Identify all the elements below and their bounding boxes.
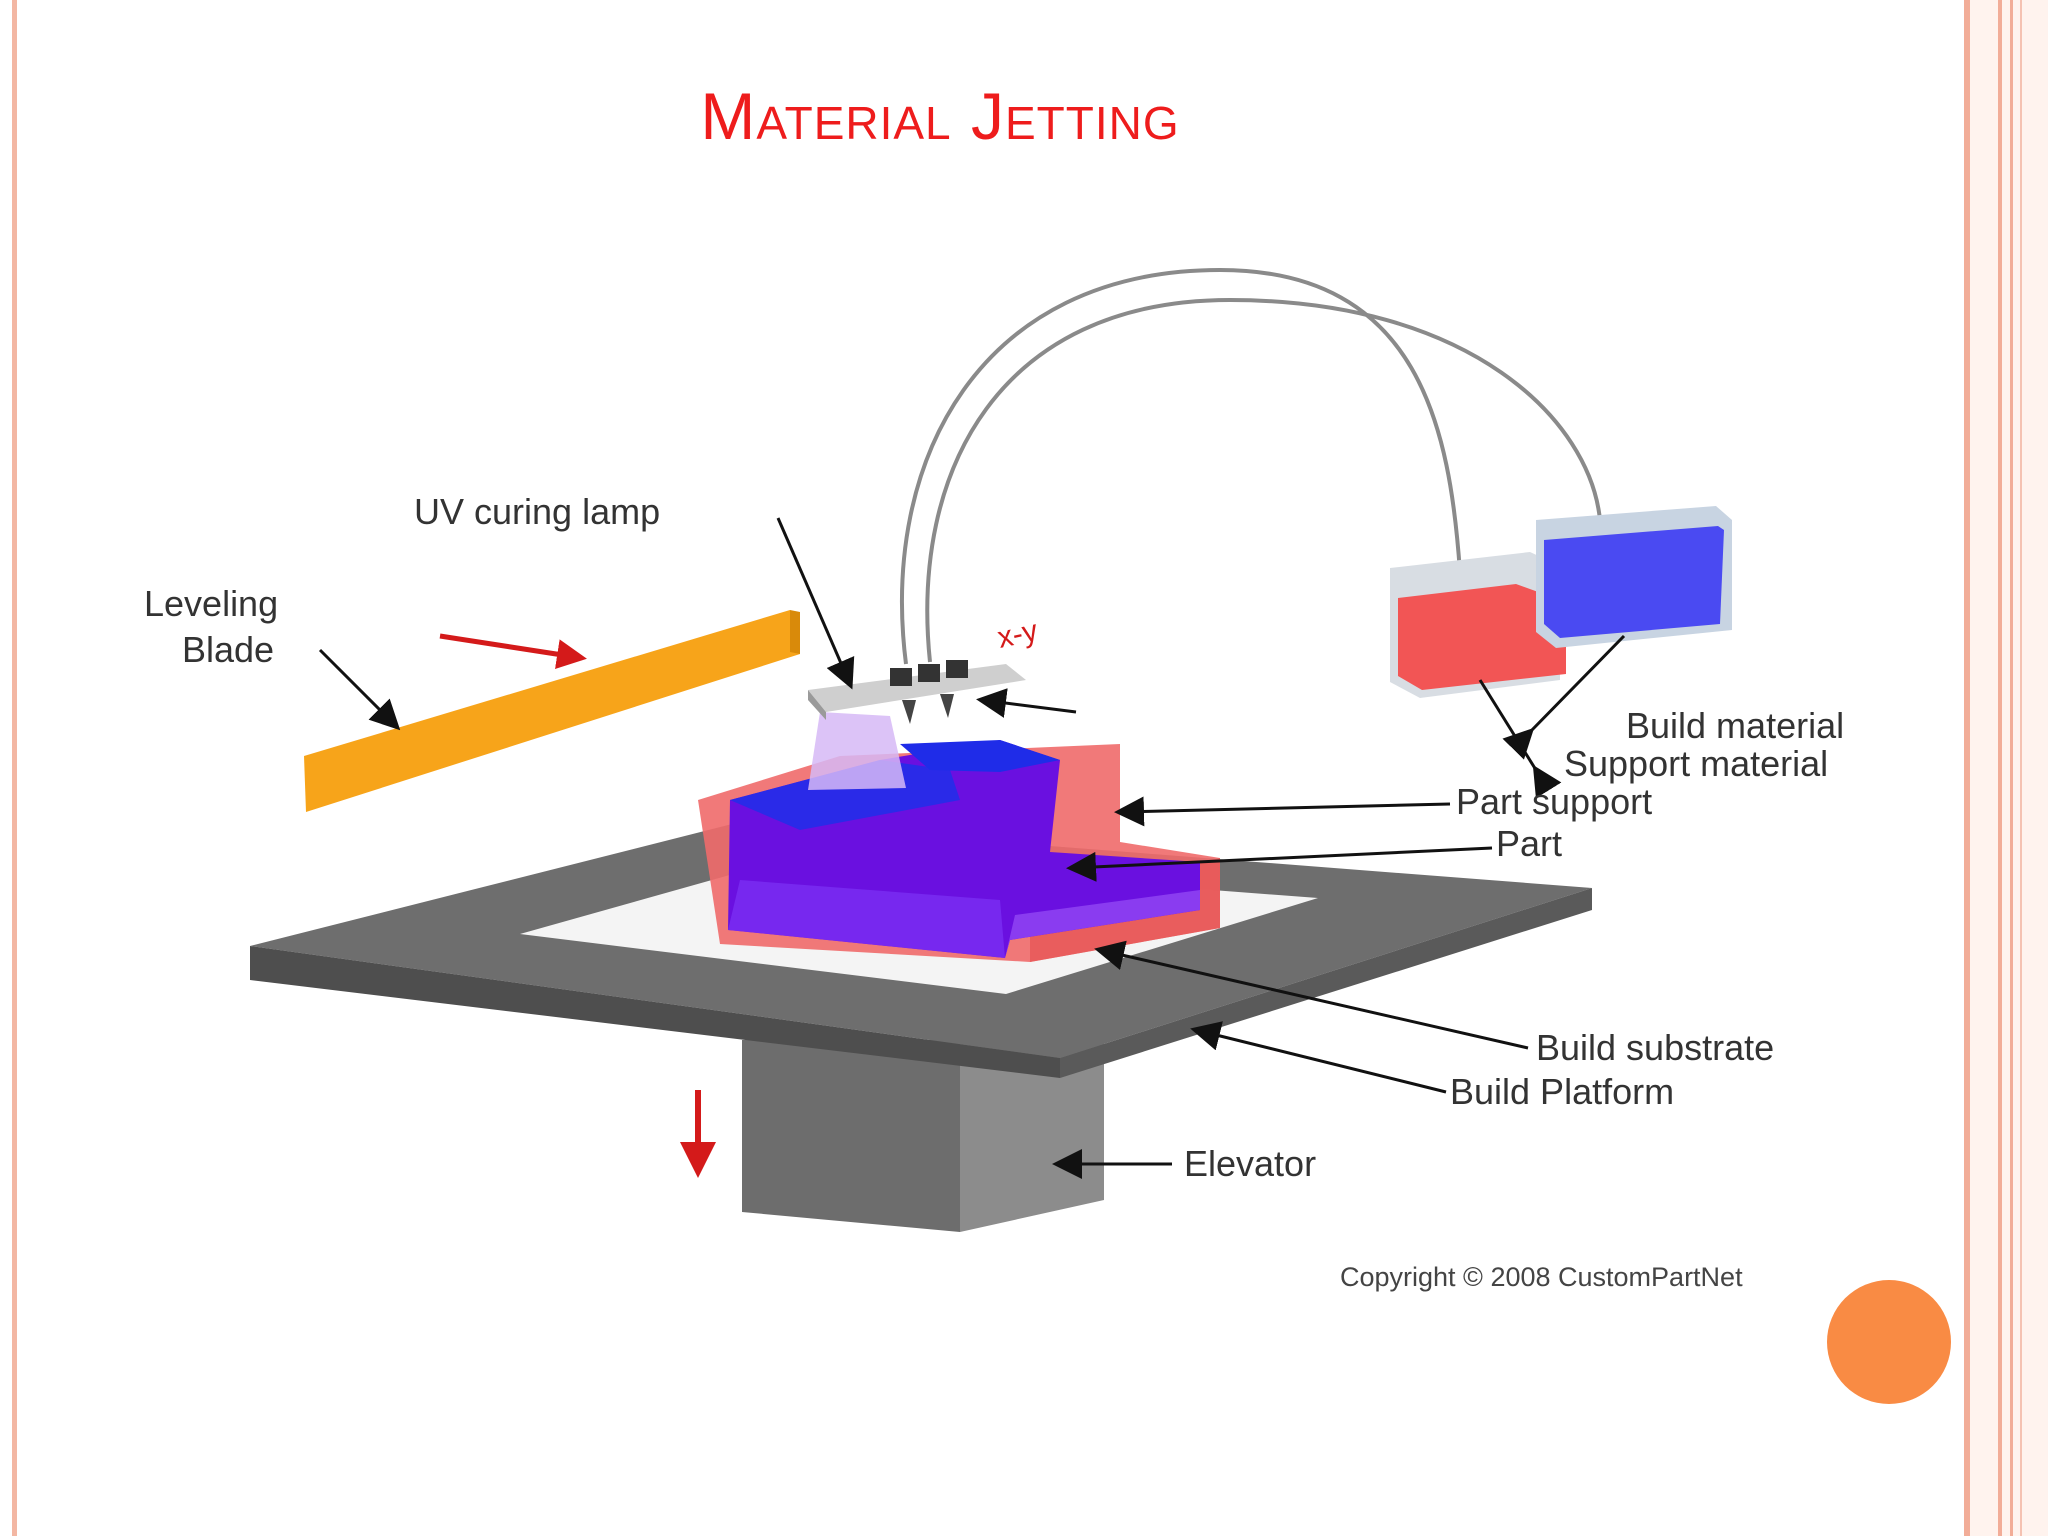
- label-leveling-blade-line2: Blade: [182, 629, 274, 670]
- blade-motion-arrow: [439, 633, 587, 669]
- label-leveling-blade-line1: Leveling: [144, 583, 278, 624]
- slide-right-line: [2020, 0, 2022, 1536]
- slide-left-border: [12, 0, 17, 1536]
- leader-lines: [318, 517, 1626, 1179]
- slide-title: Material Jetting: [700, 79, 1180, 153]
- slide-right-band: [1964, 0, 2048, 1536]
- corner-accent-dot: [1827, 1280, 1951, 1404]
- head-motion-arrow: [976, 688, 1077, 718]
- label-part: Part: [1496, 823, 1562, 864]
- leveling-blade: [304, 610, 800, 812]
- uv-light-beam: [808, 712, 906, 790]
- copyright-notice: Copyright © 2008 CustomPartNet: [1340, 1262, 1743, 1292]
- print-head: [808, 660, 1026, 724]
- slide-right-line: [1964, 0, 1970, 1536]
- slide-right-line: [1998, 0, 2002, 1536]
- build-material-tank: [1536, 506, 1732, 648]
- label-uv-curing-lamp: UV curing lamp: [414, 491, 660, 532]
- label-part-support: Part support: [1456, 781, 1652, 822]
- elevator: [742, 1032, 1104, 1232]
- support-material-tank: [1390, 552, 1566, 698]
- label-build-material: Build material: [1626, 705, 1844, 746]
- part: [728, 740, 1200, 958]
- label-support-material: Support material: [1564, 743, 1828, 784]
- label-build-substrate: Build substrate: [1536, 1027, 1774, 1068]
- label-build-platform: Build Platform: [1450, 1071, 1674, 1112]
- xy-axis-label: x-y: [995, 614, 1041, 655]
- feed-tubes: [900, 267, 1602, 665]
- slide-right-line: [2010, 0, 2013, 1536]
- label-elevator: Elevator: [1184, 1143, 1316, 1184]
